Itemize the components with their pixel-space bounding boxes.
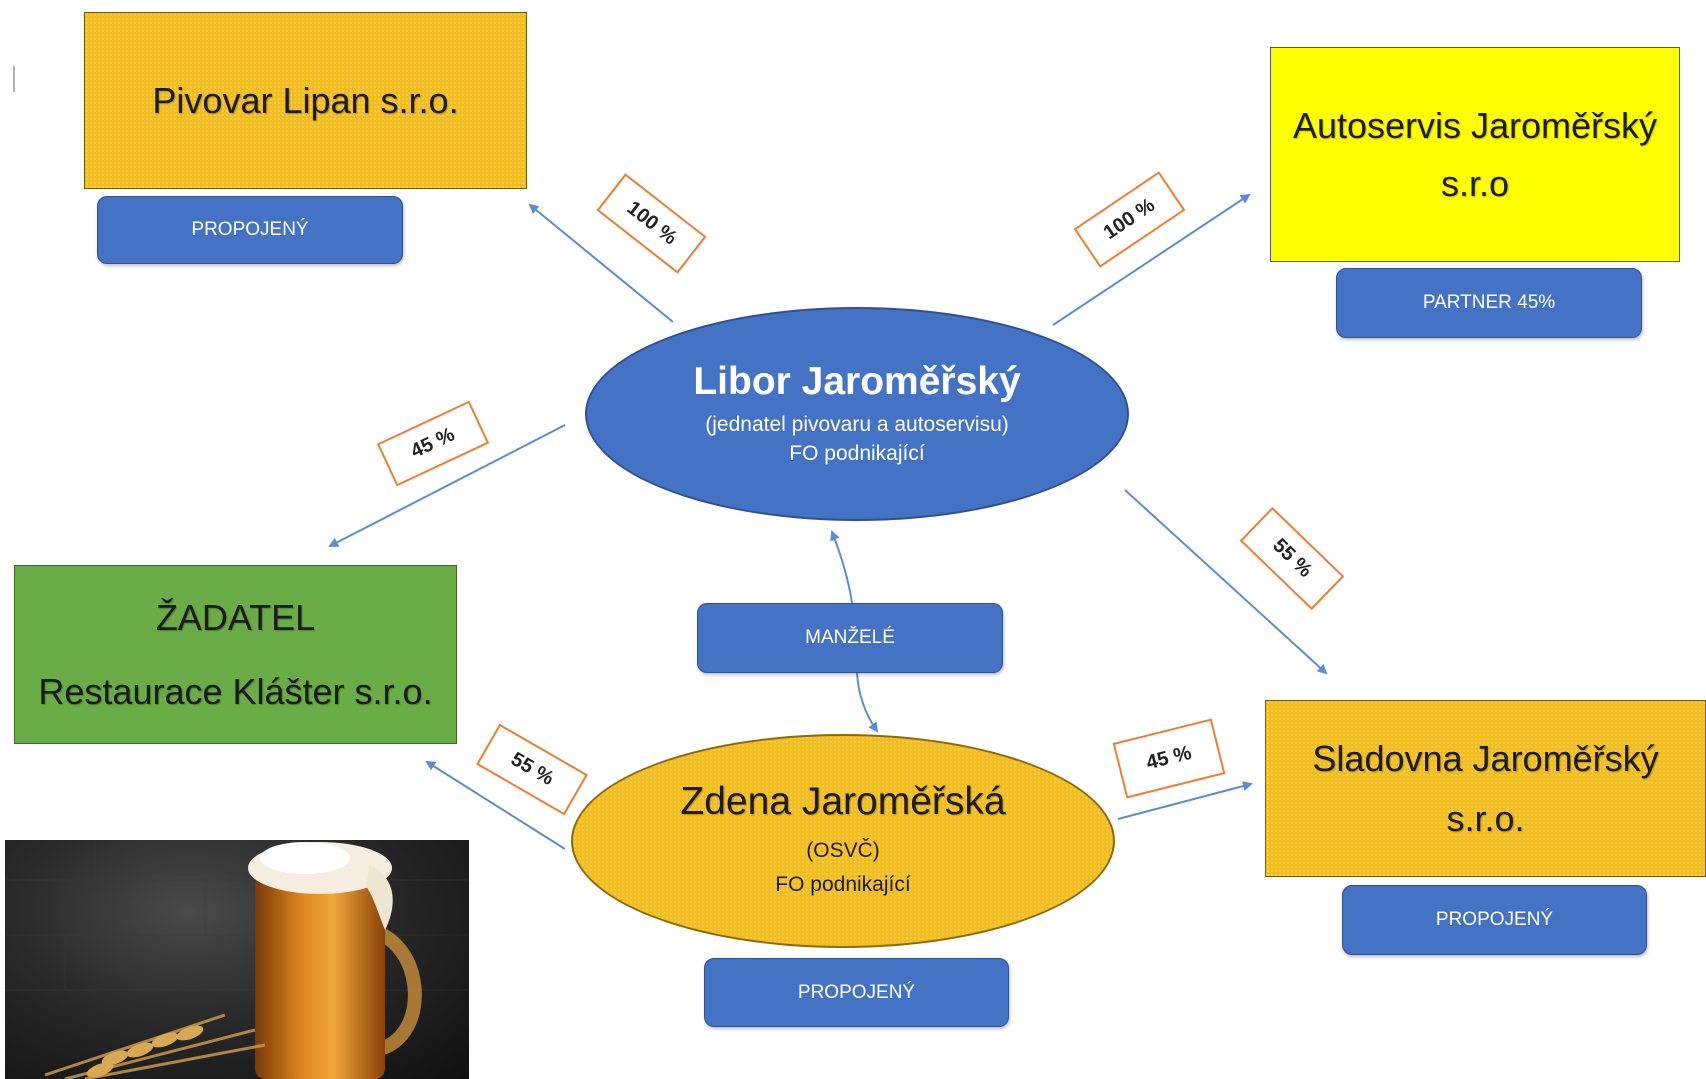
arrow-libor-pivovar [528,203,674,323]
node-sladovna[interactable]: Sladovna Jaroměřský s.r.o. [1265,700,1706,877]
beer-mug-illustration [5,840,469,1079]
node-zadatel-label-1: ŽADATEL [155,596,316,638]
node-zdena-line1: (OSVČ) [806,839,880,862]
relation-manzele[interactable]: MANŽELÉ [697,603,1003,673]
node-libor-name: Libor Jaroměřský [693,360,1021,403]
node-sladovna-label-1: Sladovna Jaroměřský [1312,737,1659,779]
node-autoservis[interactable]: Autoservis Jaroměřský s.r.o [1270,47,1680,262]
node-sladovna-label-2: s.r.o. [1446,797,1525,839]
arrow-zdena-sladovna [1117,781,1253,820]
arrow-manzele-down [856,672,879,733]
node-autoservis-label-2: s.r.o [1440,162,1510,204]
arrow-libor-autoservis [1052,193,1251,326]
node-libor-line1: (jednatel pivovaru a autoservisu) [705,413,1009,436]
node-zadatel-label-2: Restaurace Klášter s.r.o. [38,670,433,712]
status-autoservis[interactable]: PARTNER 45% [1336,268,1642,338]
arrow-manzele-up [830,530,853,604]
node-libor-line2: FO podnikající [789,442,925,465]
node-libor[interactable]: Libor Jaroměřský (jednatel pivovaru a au… [585,307,1129,521]
arrow-libor-zadatel [328,424,566,547]
node-zdena[interactable]: Zdena Jaroměřská (OSVČ) FO podnikající [571,734,1115,948]
status-sladovna[interactable]: PROPOJENÝ [1342,885,1647,955]
node-autoservis-label-1: Autoservis Jaroměřský [1292,104,1658,146]
status-zdena[interactable]: PROPOJENÝ [704,958,1009,1027]
node-pivovar-lipan[interactable]: Pivovar Lipan s.r.o. [84,12,527,189]
beer-photo [5,840,469,1079]
arrow-libor-sladovna [1124,489,1328,675]
status-pivovar[interactable]: PROPOJENÝ [97,196,403,264]
node-zdena-line2: FO podnikající [775,873,911,896]
arrow-zdena-zadatel [425,760,566,850]
node-zadatel[interactable]: ŽADATEL Restaurace Klášter s.r.o. [14,565,457,744]
node-zdena-name: Zdena Jaroměřská [680,780,1006,823]
node-pivovar-label: Pivovar Lipan s.r.o. [152,79,459,121]
